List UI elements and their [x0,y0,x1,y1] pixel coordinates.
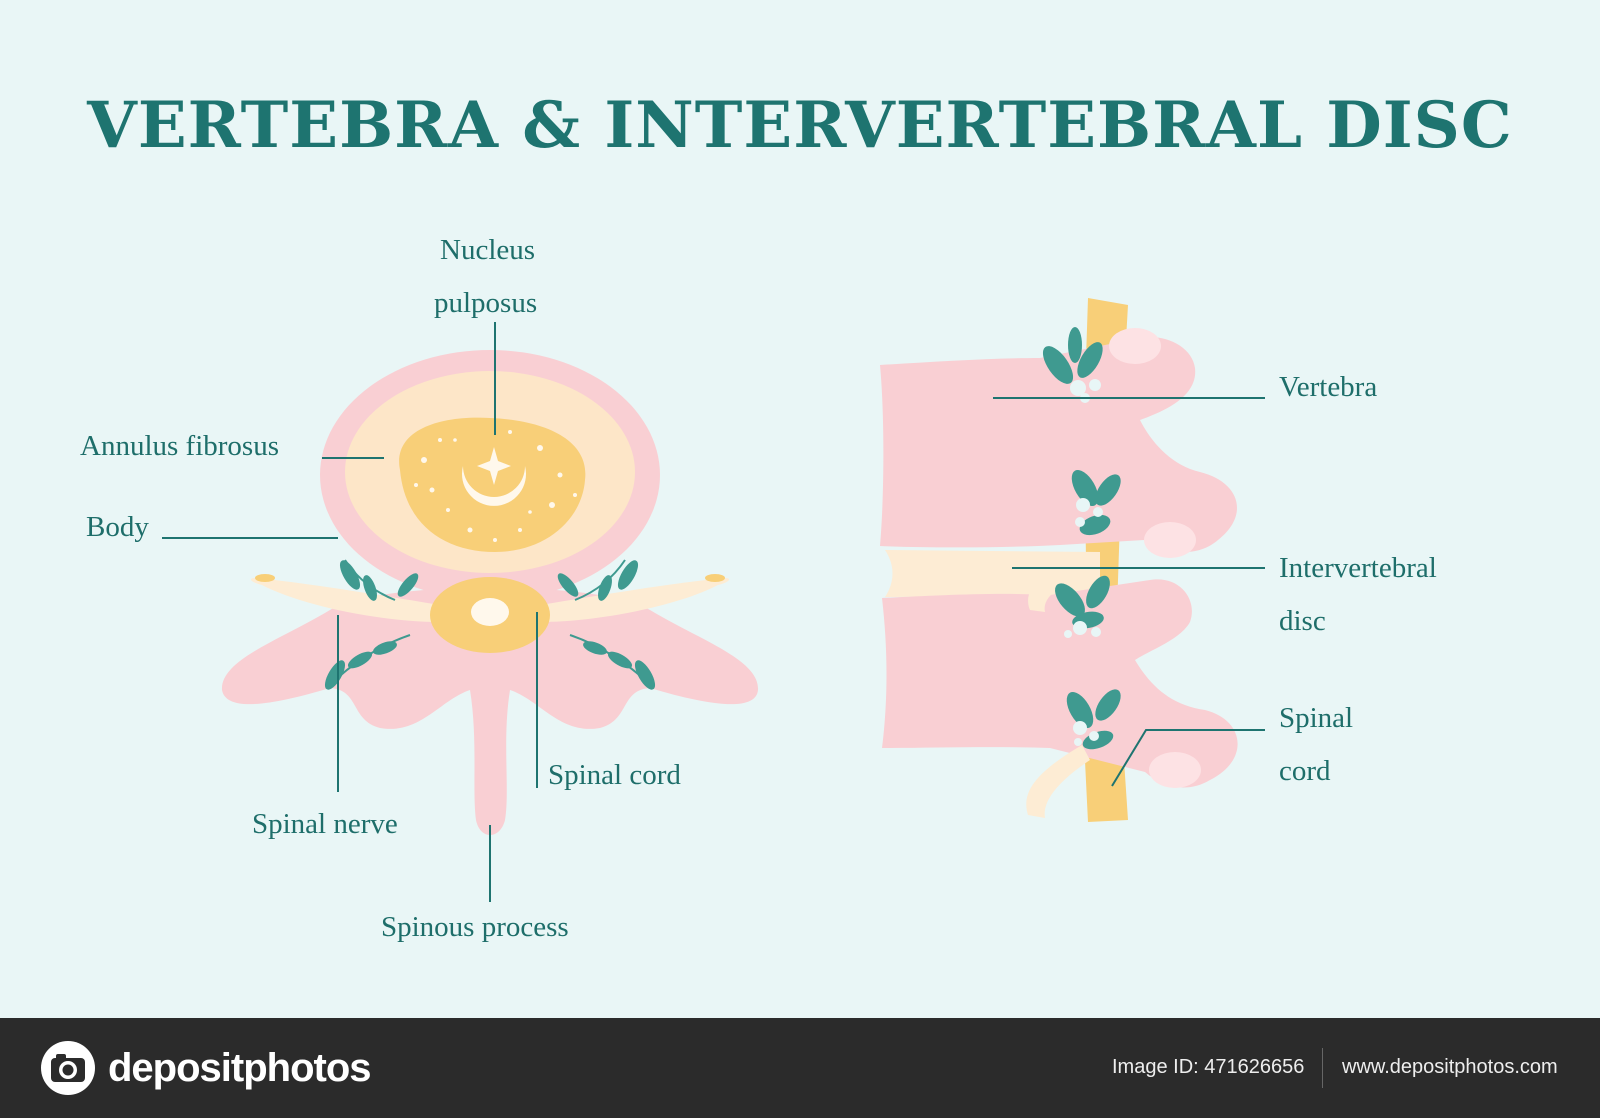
label-spinal-cord-side-line2: cord [1279,755,1331,787]
footer-bar: depositphotos Image ID: 471626656 www.de… [0,1018,1600,1118]
label-spinal-cord-side-line1: Spinal [1279,702,1354,734]
leader-lines-left [162,322,538,902]
diagram-illustration [162,298,1265,902]
image-id: Image ID: 471626656 [1112,1056,1305,1078]
depositphotos-logo[interactable]: depositphotos [38,1038,372,1098]
leader-lines-right [993,397,1265,787]
page-title: VERTEBRA & INTERVERTEBRAL DISC [87,88,1513,163]
vertebra-upper [880,336,1238,553]
spinal-cord-core [471,598,509,626]
label-body: Body [86,511,149,543]
spine-berries [1064,379,1103,746]
label-vertebra: Vertebra [1279,371,1378,403]
label-nucleus-line1: Nucleus [440,234,536,266]
facet-highlights [1109,328,1201,788]
moon-icon [462,466,526,506]
spine-leaves [1042,327,1121,750]
vertebra-lower [882,579,1238,788]
diagram-canvas: VERTEBRA & INTERVERTEBRAL DISC [80,88,1513,943]
label-spinal-nerve: Spinal nerve [252,808,398,840]
label-nucleus-line2: pulposus [434,287,538,319]
label-spinous-process: Spinous process [381,911,569,943]
spinal-nerve-left [250,578,440,622]
label-spinal-cord: Spinal cord [548,759,681,791]
spinal-nerve-right [540,578,730,622]
label-intervertebral-line2: disc [1279,605,1326,637]
spine-side-view [880,298,1265,822]
camera-logo-icon [41,1041,95,1095]
leaf-sprigs [324,559,656,690]
vertebra-cross-section [162,322,759,902]
transverse-processes [221,587,759,835]
nucleus-dots [414,430,577,542]
label-annulus-fibrosus: Annulus fibrosus [80,430,279,462]
star-icon [477,447,511,485]
label-intervertebral-line1: Intervertebral [1279,552,1437,584]
nucleus-pulposus [399,417,586,552]
footer-divider [1322,1048,1323,1088]
website-link[interactable]: www.depositphotos.com [1342,1056,1558,1078]
logo-text: depositphotos [108,1045,372,1090]
